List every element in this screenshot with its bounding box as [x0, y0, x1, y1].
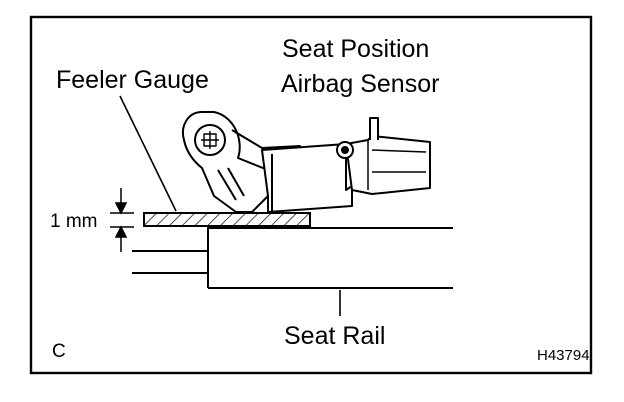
- feeler-gauge: [143, 212, 311, 227]
- gap-label: 1 mm: [50, 211, 98, 232]
- gap-dimension: [110, 188, 134, 252]
- seat-rail-label: Seat Rail: [284, 322, 386, 350]
- leader-lines: [119, 95, 341, 316]
- feeler-gauge-label: Feeler Gauge: [56, 66, 209, 94]
- sensor-label-line1: Seat Position: [282, 35, 430, 63]
- seat-position-airbag-sensor: [182, 111, 431, 213]
- corner-letter: C: [52, 341, 66, 362]
- sensor-label-line2: Airbag Sensor: [281, 70, 440, 98]
- seat-rail: [132, 227, 453, 289]
- figure-border: [29, 15, 593, 375]
- figure-code: H43794: [537, 347, 590, 364]
